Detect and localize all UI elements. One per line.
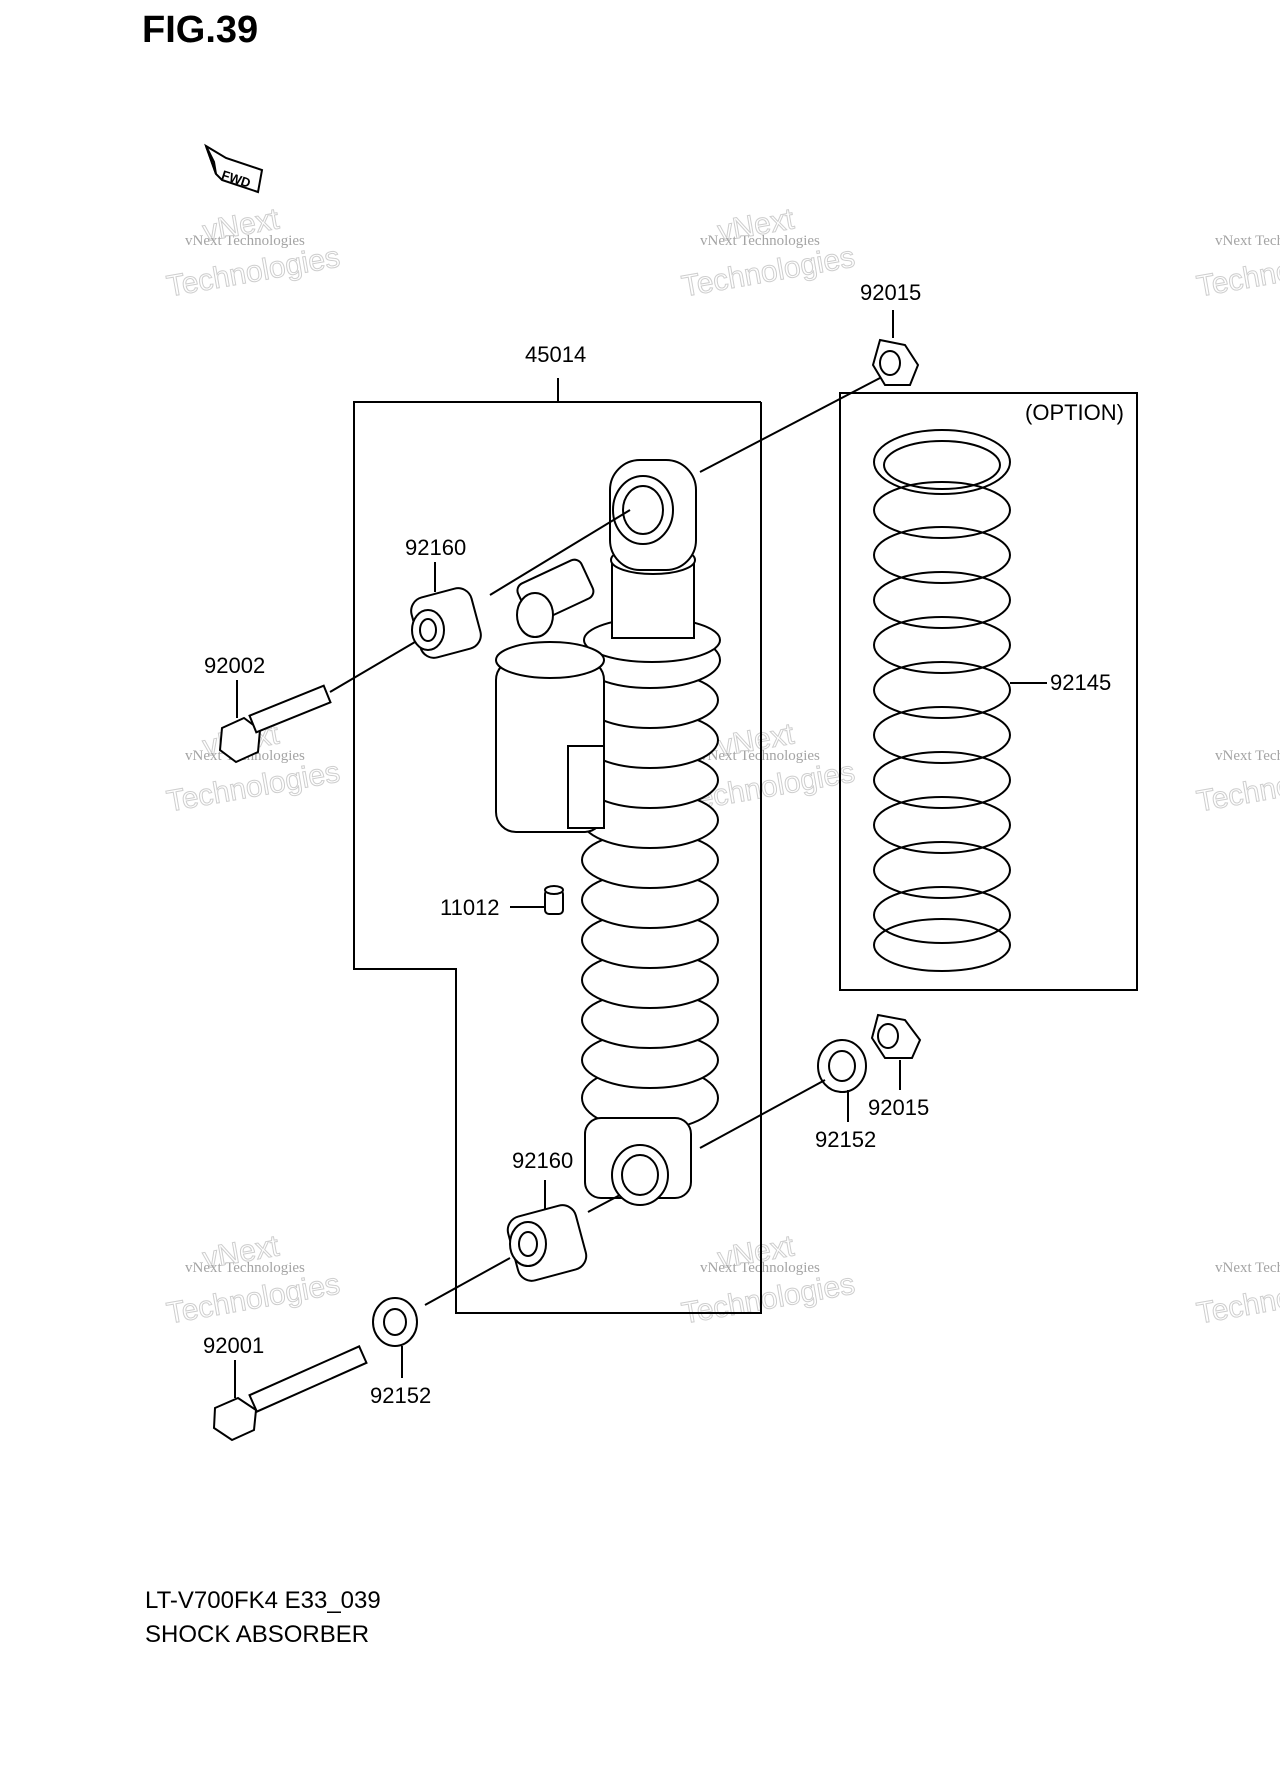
svg-text:vNext Technologies: vNext Technologies xyxy=(185,1260,305,1276)
option-box xyxy=(839,392,1138,991)
section-title: SHOCK ABSORBER xyxy=(145,1621,369,1648)
option-spring xyxy=(873,429,1011,972)
watermark-group: Technologies vNext vNext Technologies Te… xyxy=(164,202,1280,1331)
axis-line-top-right xyxy=(699,377,881,473)
svg-text:vNext Technologies: vNext Technologies xyxy=(1215,748,1280,764)
part-label-92152-right: 92152 xyxy=(815,1127,876,1152)
svg-text:vNext Technologies: vNext Technologies xyxy=(700,233,820,249)
axis-line-bottom-right xyxy=(699,1079,826,1149)
axis-line-92001 xyxy=(424,1257,511,1306)
svg-text:vNext Technologies: vNext Technologies xyxy=(1215,233,1280,249)
svg-text:Technologies: Technologies xyxy=(679,1268,857,1331)
watermark: Technologies vNext Technologies xyxy=(1194,1260,1280,1331)
shock-absorber xyxy=(495,459,721,1206)
axis-line-92002 xyxy=(329,641,416,693)
svg-text:vNext Technologies: vNext Technologies xyxy=(185,233,305,249)
watermark: Technologies vNext vNext Technologies xyxy=(679,1229,858,1331)
model-code: LT-V700FK4 E33_039 xyxy=(145,1587,381,1614)
svg-text:Technologies: Technologies xyxy=(679,241,857,304)
watermark: Technologies vNext Technologies xyxy=(1194,233,1280,304)
part-label-45014: 45014 xyxy=(525,342,586,367)
washer-92152-right xyxy=(817,1039,867,1093)
part-label-92160-top: 92160 xyxy=(405,535,466,560)
svg-text:Technologies: Technologies xyxy=(1194,241,1280,304)
collar-92160-top xyxy=(410,587,482,659)
svg-text:Technologies: Technologies xyxy=(164,756,342,819)
fwd-arrow-icon: FWD xyxy=(204,143,264,194)
watermark: Technologies vNext vNext Technologies xyxy=(164,1229,343,1331)
part-label-92001: 92001 xyxy=(203,1333,264,1358)
part-label-92002: 92002 xyxy=(204,653,265,678)
svg-text:Technologies: Technologies xyxy=(1194,756,1280,819)
part-label-92152-left: 92152 xyxy=(370,1383,431,1408)
option-label: (OPTION) xyxy=(1025,400,1124,425)
assembly-bracket xyxy=(353,401,762,1314)
nut-92015-top xyxy=(871,338,920,386)
watermark: Technologies vNext Technologies xyxy=(1194,748,1280,819)
axis-line-bottom-left xyxy=(587,1194,621,1213)
part-label-11012: 11012 xyxy=(440,895,500,920)
watermark: Technologies vNext vNext Technologies xyxy=(164,202,343,304)
washer-92152-left xyxy=(372,1297,418,1347)
collar-92160-bottom xyxy=(506,1204,588,1282)
bolt-92002 xyxy=(218,684,332,764)
bolt-92001 xyxy=(212,1345,368,1442)
svg-text:Technologies: Technologies xyxy=(1194,1268,1280,1331)
svg-text:Technologies: Technologies xyxy=(164,1268,342,1331)
part-label-92160-bottom: 92160 xyxy=(512,1148,573,1173)
valve-cap-11012 xyxy=(544,885,564,915)
part-label-92015-top: 92015 xyxy=(860,280,921,305)
part-label-92015-bottom: 92015 xyxy=(868,1095,929,1120)
figure-title: FIG.39 xyxy=(142,9,258,51)
svg-text:Technologies: Technologies xyxy=(164,241,342,304)
nut-92015-bottom xyxy=(870,1013,922,1059)
svg-text:vNext Technologies: vNext Technologies xyxy=(1215,1260,1280,1276)
watermark: Technologies vNext vNext Technologies xyxy=(679,202,858,304)
axis-line-top-left xyxy=(489,509,631,596)
part-label-92145: 92145 xyxy=(1050,670,1111,695)
